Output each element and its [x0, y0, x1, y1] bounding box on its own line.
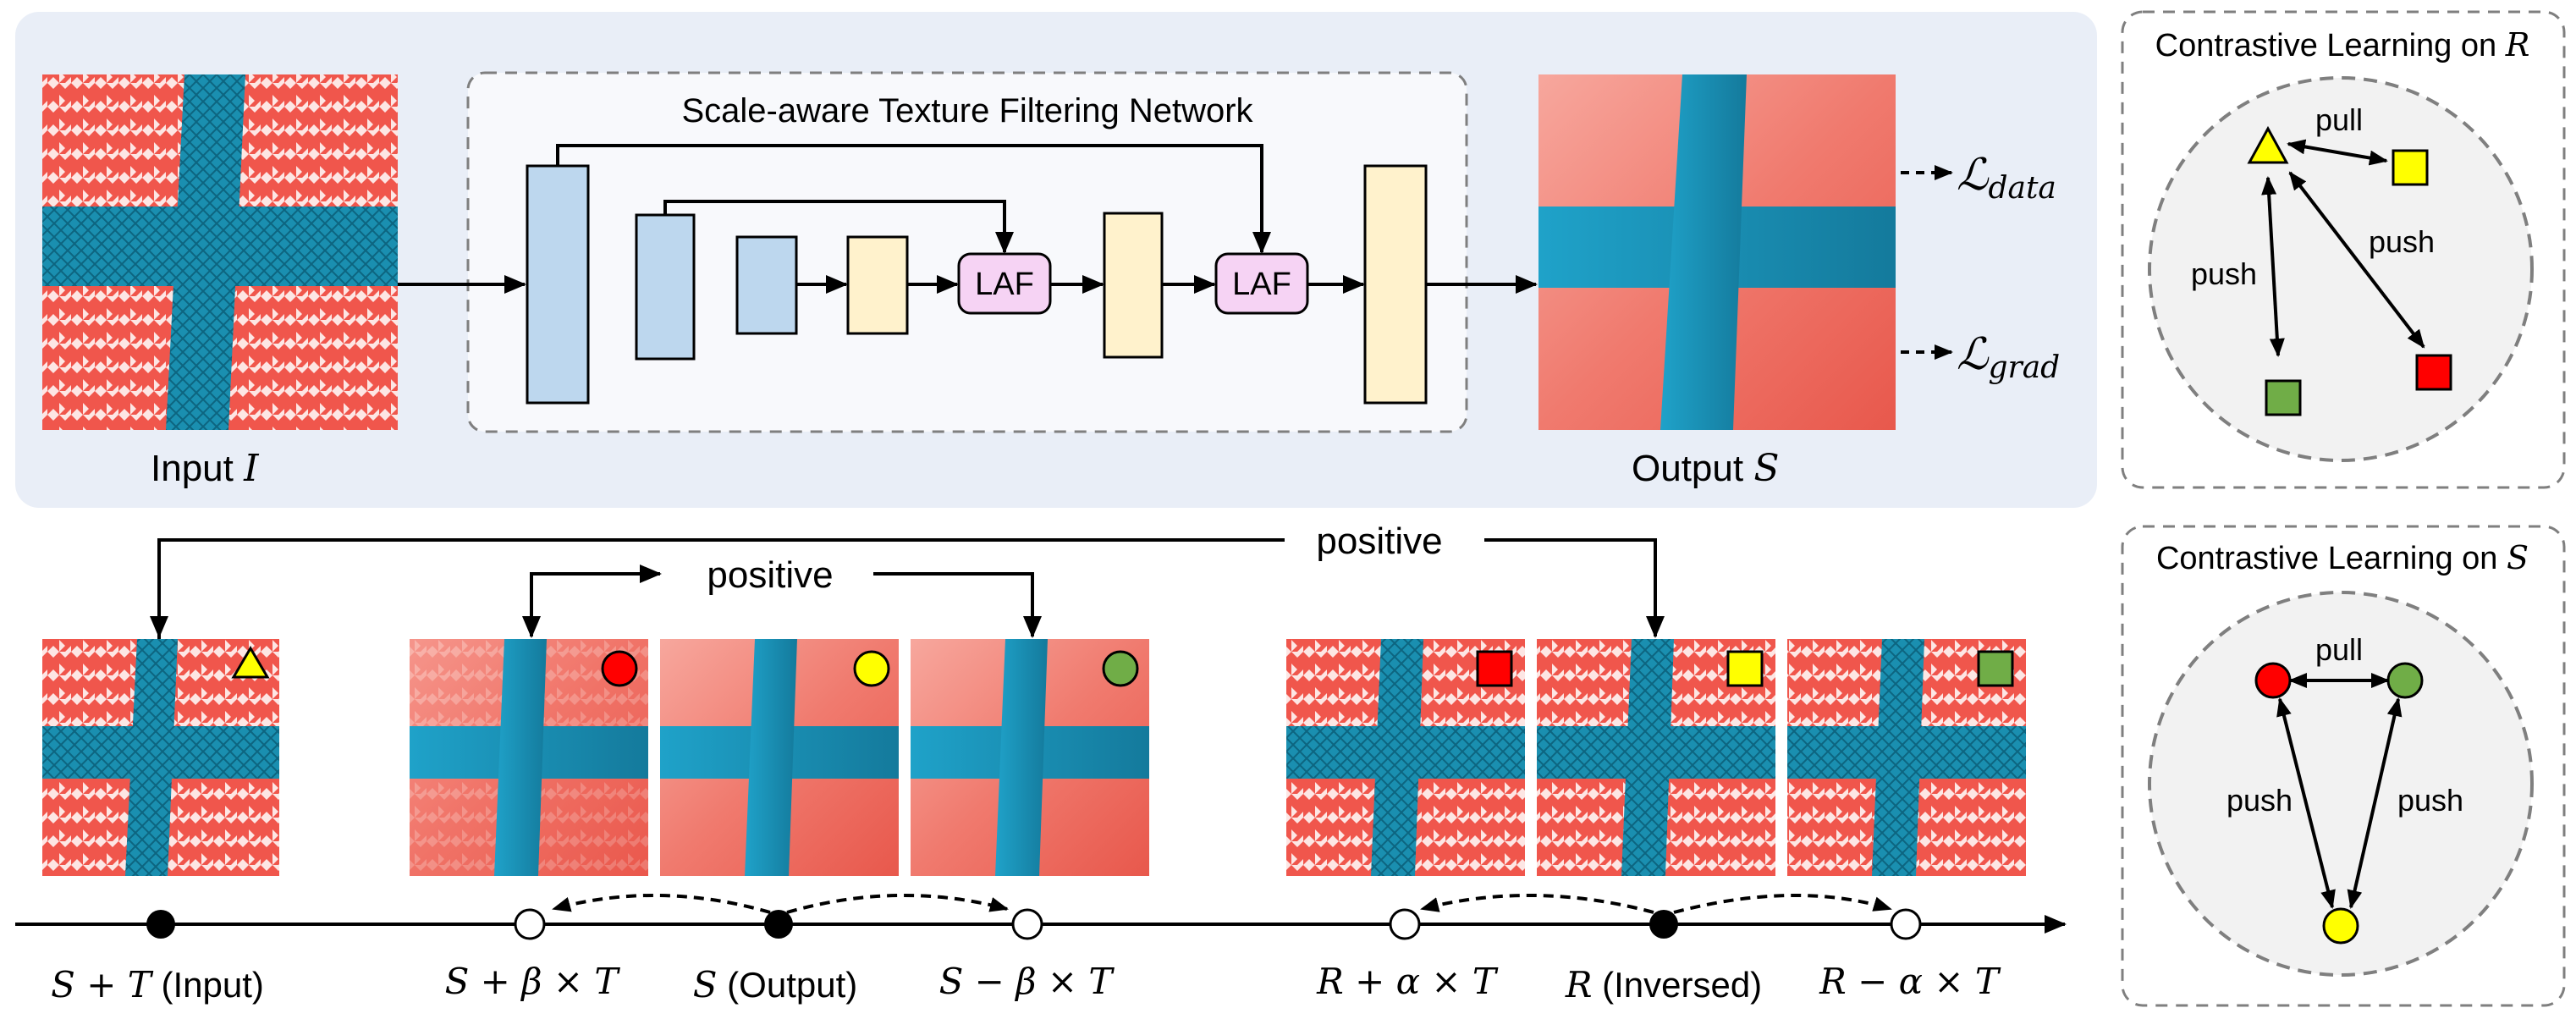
loss-grad: ℒgrad: [1957, 329, 2060, 385]
sample-r-minus-alpha-t: [1787, 639, 2026, 876]
output-label: Output S: [1632, 447, 1779, 490]
point-s-minus-beta-t: [1011, 908, 1043, 940]
laf-label-2: LAF: [1232, 267, 1291, 302]
contrastive-s-pull: pull: [2315, 632, 2363, 667]
marker-green-circle: [2386, 662, 2424, 699]
contrastive-s-push-right: push: [2397, 783, 2463, 818]
contrastive-s-title: Contrastive Learning on S: [2156, 539, 2529, 576]
decoder-block-1: [846, 235, 909, 335]
loss-data: ℒdata: [1957, 150, 2056, 206]
contrastive-s-push-left: push: [2226, 783, 2293, 818]
point-input: [146, 910, 175, 939]
laf-label-1: LAF: [975, 267, 1034, 302]
skip-connection-outer: [556, 144, 1271, 254]
marker-red-circle: [2254, 662, 2292, 699]
marker-yellow-square: [2392, 149, 2429, 186]
point-r-inversed: [1649, 910, 1678, 939]
marker-yellow-circle: [2322, 907, 2359, 945]
positive-inner-bracket: [530, 565, 662, 636]
input-label: Input I: [151, 447, 260, 490]
contrastive-r-push-right: push: [2369, 224, 2435, 259]
input-image: [42, 74, 398, 430]
network-box: [466, 71, 1468, 433]
contrastive-r-pull: pull: [2315, 102, 2363, 137]
label-r-minus-alpha-t: R − α × T: [1819, 961, 2001, 1002]
sample-r-plus-alpha-t: [1286, 639, 1525, 876]
contrastive-r-title: Contrastive Learning on R: [2155, 26, 2530, 63]
encoder-block-2: [635, 213, 696, 361]
output-image: [1538, 74, 1896, 430]
decoder-block-2: [1103, 212, 1164, 359]
marker-red-square: [2415, 354, 2452, 391]
sample-s-minus-beta-t: [911, 639, 1149, 876]
decoder-block-3: [1363, 164, 1428, 405]
encoder-block-3: [735, 235, 798, 335]
skip-connection-inner: [663, 200, 1014, 254]
positive-outer-label: positive: [1316, 521, 1442, 562]
network-title: Scale-aware Texture Filtering Network: [681, 92, 1253, 129]
contrastive-r-push-left: push: [2191, 256, 2257, 291]
marker-green-square: [2265, 379, 2302, 416]
label-s-minus-beta-t: S − β × T: [939, 961, 1115, 1002]
point-r-minus-alpha-t: [1890, 908, 1922, 940]
label-input: S + T (Input): [51, 964, 264, 1005]
label-s-plus-beta-t: S + β × T: [445, 961, 621, 1002]
positive-inner-label: positive: [707, 554, 833, 596]
sample-input: [42, 639, 279, 876]
label-s-output: S (Output): [693, 964, 858, 1005]
marker-yellow-triangle: [2247, 125, 2289, 164]
label-r-inversed: R (Inversed): [1565, 964, 1762, 1005]
label-r-plus-alpha-t: R + α × T: [1316, 961, 1499, 1002]
point-s-output: [764, 910, 793, 939]
point-r-plus-alpha-t: [1389, 908, 1421, 940]
point-s-plus-beta-t: [514, 908, 546, 940]
sample-s-output: [660, 639, 899, 876]
encoder-block-1: [526, 164, 590, 405]
sample-s-plus-beta-t: [410, 639, 648, 876]
sample-r-inversed: [1537, 639, 1775, 876]
contrastive-s-circle: [2148, 591, 2534, 977]
